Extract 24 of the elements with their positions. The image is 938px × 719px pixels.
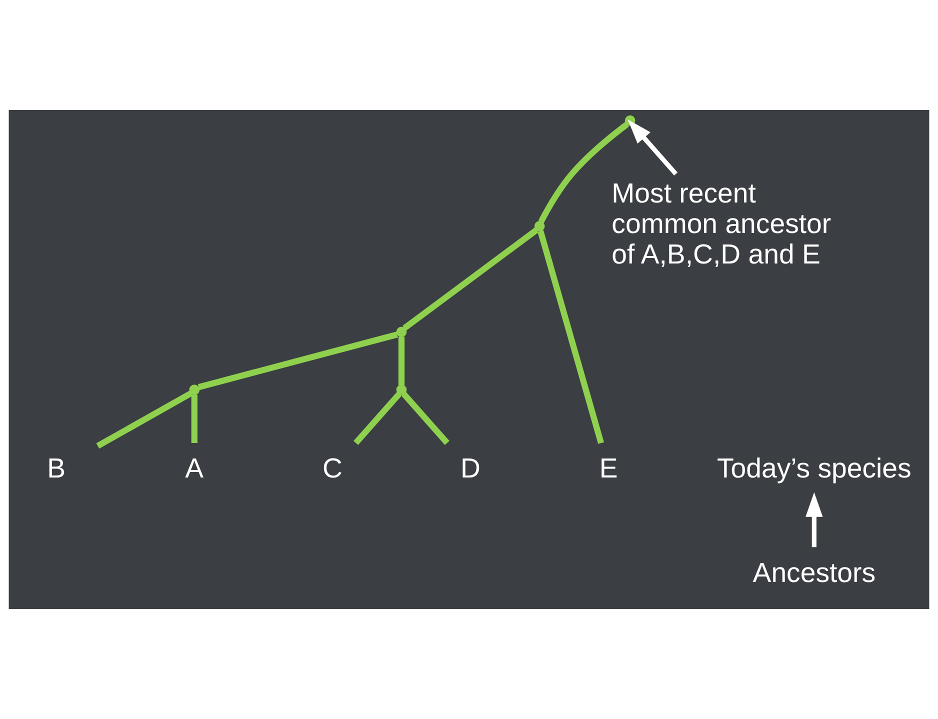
node-text: Most recent common ancestor of A,B,C,D and E: [612, 177, 832, 270]
node-point: [189, 384, 200, 395]
node-point: [396, 384, 407, 395]
arrow: [806, 492, 823, 548]
connector: [354, 392, 402, 445]
node-point: [396, 326, 407, 338]
node-point: [534, 221, 545, 232]
connector: [398, 336, 405, 386]
node-text: E: [599, 452, 618, 484]
arrow: [628, 119, 678, 176]
node-text: A: [185, 452, 204, 484]
connector: [191, 394, 198, 443]
connector: [401, 392, 450, 445]
connector: [402, 227, 539, 331]
connector: [538, 230, 604, 444]
connector: [198, 332, 398, 390]
node-point: [624, 115, 636, 126]
node-text: D: [460, 452, 481, 484]
node-text: B: [47, 452, 66, 484]
connector: [538, 122, 629, 224]
connector: [96, 390, 193, 449]
node-text: Today’s species: [716, 452, 912, 484]
node-text: C: [322, 452, 342, 484]
node-text: Ancestors: [752, 557, 876, 588]
